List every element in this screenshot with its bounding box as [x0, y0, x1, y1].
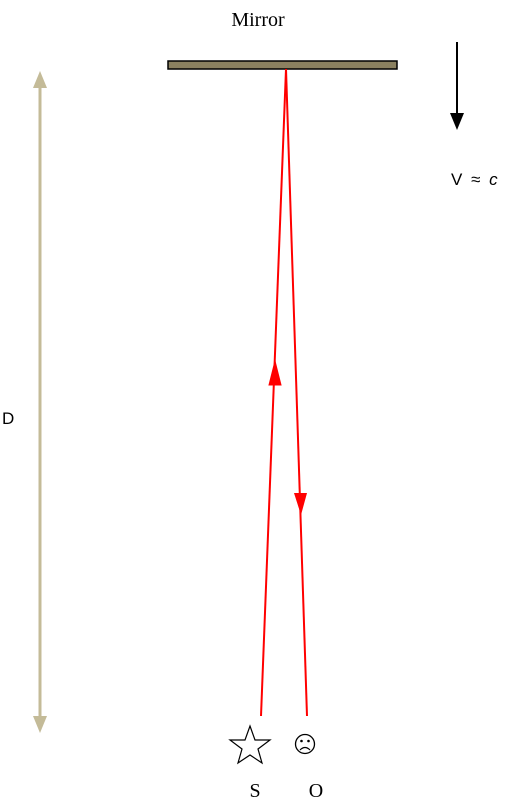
distance-arrow: [33, 71, 47, 733]
velocity-c: c: [489, 170, 498, 189]
mirror: [167, 60, 398, 70]
light-ray-incoming-arrowhead: [268, 360, 282, 386]
distance-arrow-head-top: [33, 71, 47, 88]
observer-face-mouth: [299, 746, 311, 751]
arrow-down-icon: [450, 42, 464, 130]
light-ray-incoming: [260, 68, 287, 717]
light-ray-reflected: [285, 68, 308, 717]
velocity-label: V ≈ c: [451, 170, 498, 189]
distance-arrow-head-bottom: [33, 716, 47, 733]
velocity-approx: ≈: [471, 170, 480, 189]
velocity-arrow-head: [450, 113, 464, 130]
distance-label: D: [2, 409, 14, 428]
source-label: S: [249, 780, 260, 802]
light-ray-reflected-arrowhead: [294, 493, 307, 515]
observer-face-eye-left: [300, 739, 303, 743]
observer-label: O: [309, 780, 323, 802]
observer-face-eye-right: [307, 739, 310, 743]
frowning-face-icon: [294, 733, 316, 755]
velocity-symbol: V: [451, 170, 463, 189]
star-outline-icon: [228, 724, 272, 765]
observer-face-outline: [294, 733, 316, 755]
mirror-label: Mirror: [231, 9, 285, 31]
